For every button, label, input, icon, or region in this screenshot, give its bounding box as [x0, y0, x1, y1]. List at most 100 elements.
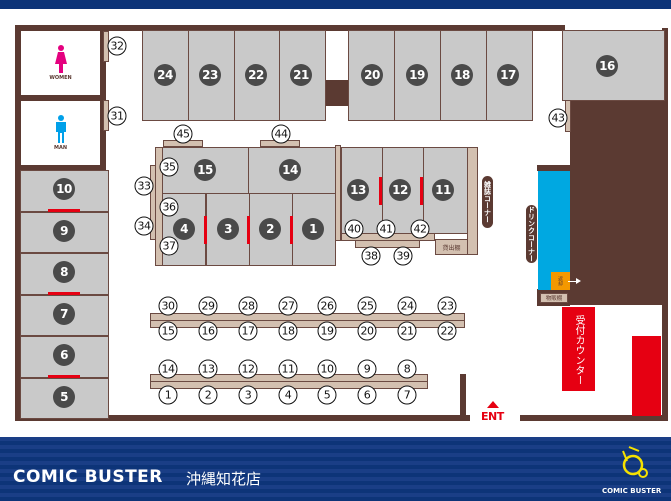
- seat-number-22[interactable]: 22: [437, 321, 457, 341]
- booth-number-11[interactable]: 11: [432, 179, 454, 201]
- arrow-head-icon: [576, 278, 581, 284]
- booth-number-10[interactable]: 10: [53, 178, 75, 200]
- booth-number-9[interactable]: 9: [53, 220, 75, 242]
- seat-number-4[interactable]: 4: [278, 385, 298, 405]
- wall: [460, 374, 466, 421]
- drink-corner-label-pill: ドリンクコーナー: [526, 205, 537, 263]
- booth-number-22[interactable]: 22: [245, 64, 267, 86]
- red-block: [632, 336, 661, 416]
- entrance-label: ENT: [481, 410, 504, 423]
- women-restroom: WOMEN: [21, 31, 100, 95]
- seat-number-20[interactable]: 20: [357, 321, 377, 341]
- seat-number-3[interactable]: 3: [238, 385, 258, 405]
- seat-number-24[interactable]: 24: [397, 296, 417, 316]
- divider-mark: [290, 216, 293, 244]
- seat-number-12[interactable]: 12: [238, 359, 258, 379]
- divider-mark: [48, 209, 80, 212]
- drink-corner: [538, 171, 570, 290]
- seat-number-40[interactable]: 40: [344, 219, 364, 239]
- booth-number-2[interactable]: 2: [259, 218, 281, 240]
- booth-number-14[interactable]: 14: [279, 159, 301, 181]
- divider-mark: [379, 177, 382, 205]
- mascot-icon: [622, 446, 648, 478]
- brand-name: COMIC BUSTER: [13, 467, 163, 487]
- booth-number-6[interactable]: 6: [53, 344, 75, 366]
- logo: COMIC BUSTER: [600, 443, 670, 499]
- booth-number-20[interactable]: 20: [361, 64, 383, 86]
- booth-number-1[interactable]: 1: [302, 218, 324, 240]
- seat-number-15[interactable]: 15: [158, 321, 178, 341]
- seat-number-44[interactable]: 44: [271, 124, 291, 144]
- seat-number-6[interactable]: 6: [357, 385, 377, 405]
- women-icon: [54, 45, 67, 73]
- seat-number-21[interactable]: 21: [397, 321, 417, 341]
- seat-number-31[interactable]: 31: [107, 106, 127, 126]
- wall: [662, 28, 668, 421]
- booth-number-13[interactable]: 13: [347, 179, 369, 201]
- magazine-corner-label: 雑誌コーナー: [483, 181, 492, 223]
- booth-number-5[interactable]: 5: [53, 386, 75, 408]
- booth-number-3[interactable]: 3: [217, 218, 239, 240]
- seat-number-43[interactable]: 43: [548, 108, 568, 128]
- booth-number-4[interactable]: 4: [173, 218, 195, 240]
- seat-number-8[interactable]: 8: [397, 359, 417, 379]
- top-bar: [0, 0, 671, 9]
- seat-number-32[interactable]: 32: [107, 36, 127, 56]
- seat-number-7[interactable]: 7: [397, 385, 417, 405]
- seat-number-41[interactable]: 41: [376, 219, 396, 239]
- wall: [15, 415, 470, 421]
- wall: [537, 165, 570, 171]
- seat-number-29[interactable]: 29: [198, 296, 218, 316]
- booth-number-15[interactable]: 15: [194, 159, 216, 181]
- seat-number-16[interactable]: 16: [198, 321, 218, 341]
- man-icon: [55, 115, 66, 143]
- seat-number-10[interactable]: 10: [317, 359, 337, 379]
- seat-number-11[interactable]: 11: [278, 359, 298, 379]
- seat-number-42[interactable]: 42: [410, 219, 430, 239]
- pillar: [325, 80, 348, 106]
- booth-number-21[interactable]: 21: [290, 64, 312, 86]
- entrance-arrow-icon: [487, 401, 499, 408]
- wall: [15, 25, 565, 31]
- booth-number-17[interactable]: 17: [497, 64, 519, 86]
- seat-number-2[interactable]: 2: [198, 385, 218, 405]
- booth-number-24[interactable]: 24: [154, 64, 176, 86]
- reception-counter: 受付カウンター: [562, 307, 595, 391]
- seat-number-39[interactable]: 39: [393, 246, 413, 266]
- seat-number-9[interactable]: 9: [357, 359, 377, 379]
- logo-text: COMIC BUSTER: [602, 487, 662, 495]
- booth-number-19[interactable]: 19: [406, 64, 428, 86]
- seat-number-28[interactable]: 28: [238, 296, 258, 316]
- seat-number-25[interactable]: 25: [357, 296, 377, 316]
- seat-number-19[interactable]: 19: [317, 321, 337, 341]
- seat-number-23[interactable]: 23: [437, 296, 457, 316]
- seat-number-1[interactable]: 1: [158, 385, 178, 405]
- seat-number-34[interactable]: 34: [134, 216, 154, 236]
- booth-number-8[interactable]: 8: [53, 261, 75, 283]
- seat-number-18[interactable]: 18: [278, 321, 298, 341]
- rental-shelf-label: 貸出棚: [442, 244, 461, 252]
- booth-number-23[interactable]: 23: [199, 64, 221, 86]
- return-box: 返却: [551, 272, 570, 290]
- rental-shelf: 貸出棚: [435, 239, 468, 255]
- seat-number-45[interactable]: 45: [173, 124, 193, 144]
- seat-number-38[interactable]: 38: [361, 246, 381, 266]
- seat-number-27[interactable]: 27: [278, 296, 298, 316]
- seat-number-35[interactable]: 35: [159, 157, 179, 177]
- seat-number-5[interactable]: 5: [317, 385, 337, 405]
- divider-mark: [48, 375, 80, 378]
- seat-number-37[interactable]: 37: [159, 236, 179, 256]
- booth-number-18[interactable]: 18: [451, 64, 473, 86]
- booth-number-16[interactable]: 16: [596, 55, 618, 77]
- seat-number-26[interactable]: 26: [317, 296, 337, 316]
- booth-number-7[interactable]: 7: [53, 303, 75, 325]
- booth-number-12[interactable]: 12: [389, 179, 411, 201]
- seat-number-36[interactable]: 36: [159, 197, 179, 217]
- divider-mark: [247, 216, 250, 244]
- seat-number-17[interactable]: 17: [238, 321, 258, 341]
- seat-number-33[interactable]: 33: [134, 176, 154, 196]
- seat-number-14[interactable]: 14: [158, 359, 178, 379]
- seat-number-30[interactable]: 30: [158, 296, 178, 316]
- seat-number-13[interactable]: 13: [198, 359, 218, 379]
- return-label: 返却: [557, 276, 563, 286]
